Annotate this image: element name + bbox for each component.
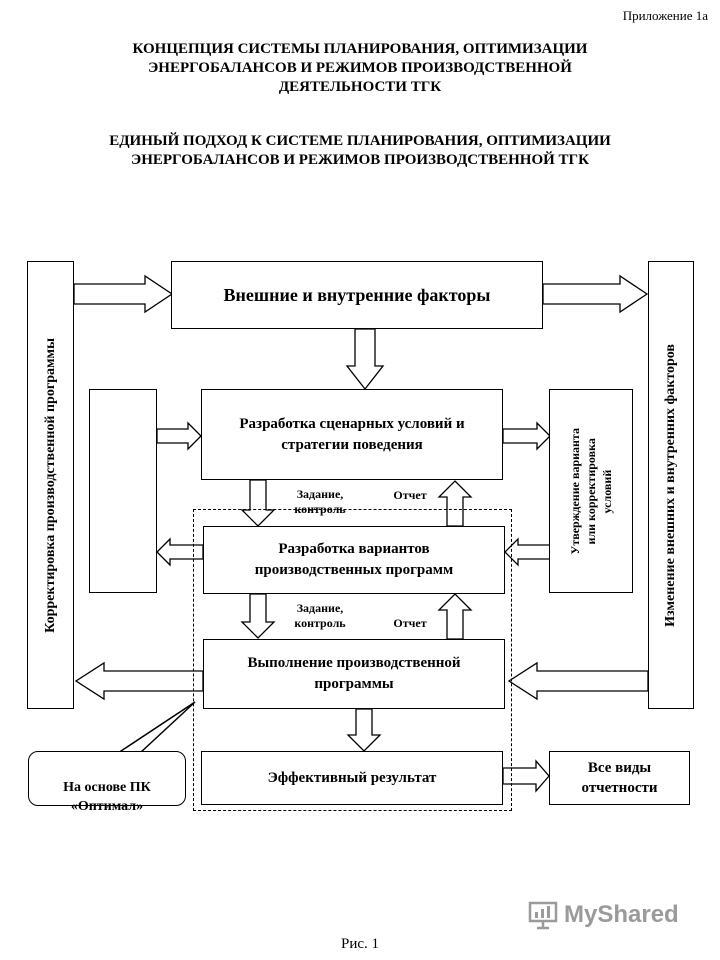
- callout-pointer: [117, 701, 196, 754]
- arrow-execution-to-result: [346, 708, 382, 752]
- optimal-callout: На основе ПК «Оптимал»: [28, 751, 186, 814]
- concept-title: КОНЦЕПЦИЯ СИСТЕМЫ ПЛАНИРОВАНИЯ, ОПТИМИЗА…: [132, 41, 588, 95]
- arrow-rightbar-to-execution: [507, 661, 649, 701]
- result-label: Эффективный результат: [267, 769, 437, 786]
- watermark-text: MyShared: [564, 901, 679, 928]
- left-correction-bar: Корректировка производственной программы: [27, 261, 74, 709]
- arrow-execution-to-variants: [437, 593, 473, 640]
- scenario-label: Разработка сценарных условий и стратегии…: [239, 415, 465, 453]
- right-change-label: Изменение внешних и внутренних факторов: [663, 343, 678, 627]
- approach-title: ЕДИНЫЙ ПОДХОД К СИСТЕМЕ ПЛАНИРОВАНИЯ, ОП…: [109, 133, 611, 168]
- execution-box: Выполнение производственной программы: [203, 639, 505, 709]
- arrow-variants-to-leftbox: [156, 537, 204, 567]
- right-change-bar: Изменение внешних и внутренних факторов: [648, 261, 694, 709]
- result-box: Эффективный результат: [201, 751, 503, 805]
- scenario-box: Разработка сценарных условий и стратегии…: [201, 389, 503, 480]
- report-label-1: Отчет: [393, 488, 427, 502]
- presentation-icon: [528, 901, 558, 930]
- factors-box: Внешние и внутренние факторы: [171, 261, 543, 329]
- variants-label: Разработка вариантов производственных пр…: [254, 541, 454, 578]
- arrow-variants-to-scenario: [437, 480, 473, 527]
- arrow-scenario-to-approval: [502, 421, 551, 451]
- arrow-result-to-reports: [502, 759, 550, 793]
- arrow-factors-to-scenario: [345, 328, 385, 391]
- reports-box: Все виды отчетности: [549, 751, 690, 805]
- appendix-label: Приложение 1а: [622, 8, 708, 23]
- reports-label: Все виды отчетности: [581, 760, 658, 796]
- factors-label: Внешние и внутренние факторы: [223, 284, 491, 305]
- approval-label: Утверждение варианта или корректировка у…: [568, 427, 614, 555]
- task-control-label-2: Задание, контроль: [294, 601, 346, 630]
- task-control-label-1: Задание, контроль: [294, 487, 346, 516]
- figure-caption: Рис. 1: [340, 936, 380, 952]
- arrow-execution-to-leftbar: [74, 661, 204, 701]
- arrow-scenario-to-variants: [240, 479, 276, 527]
- arrow-variants-to-execution: [240, 593, 276, 639]
- myshared-watermark: MyShared: [528, 898, 688, 932]
- variants-box: Разработка вариантов производственных пр…: [203, 526, 505, 594]
- execution-label: Выполнение производственной программы: [247, 655, 461, 692]
- empty-left-box: [89, 389, 157, 593]
- left-correction-label: Корректировка производственной программы: [42, 337, 58, 633]
- optimal-callout-label: На основе ПК «Оптимал»: [63, 780, 151, 814]
- arrow-left-to-factors: [73, 274, 174, 314]
- optimal-scope-frame: [193, 509, 512, 811]
- arrow-factors-to-right: [542, 274, 649, 314]
- arrow-leftbox-to-scenario: [156, 421, 202, 451]
- approval-box: Утверждение варианта или корректировка у…: [549, 389, 633, 593]
- report-label-2: Отчет: [393, 616, 427, 630]
